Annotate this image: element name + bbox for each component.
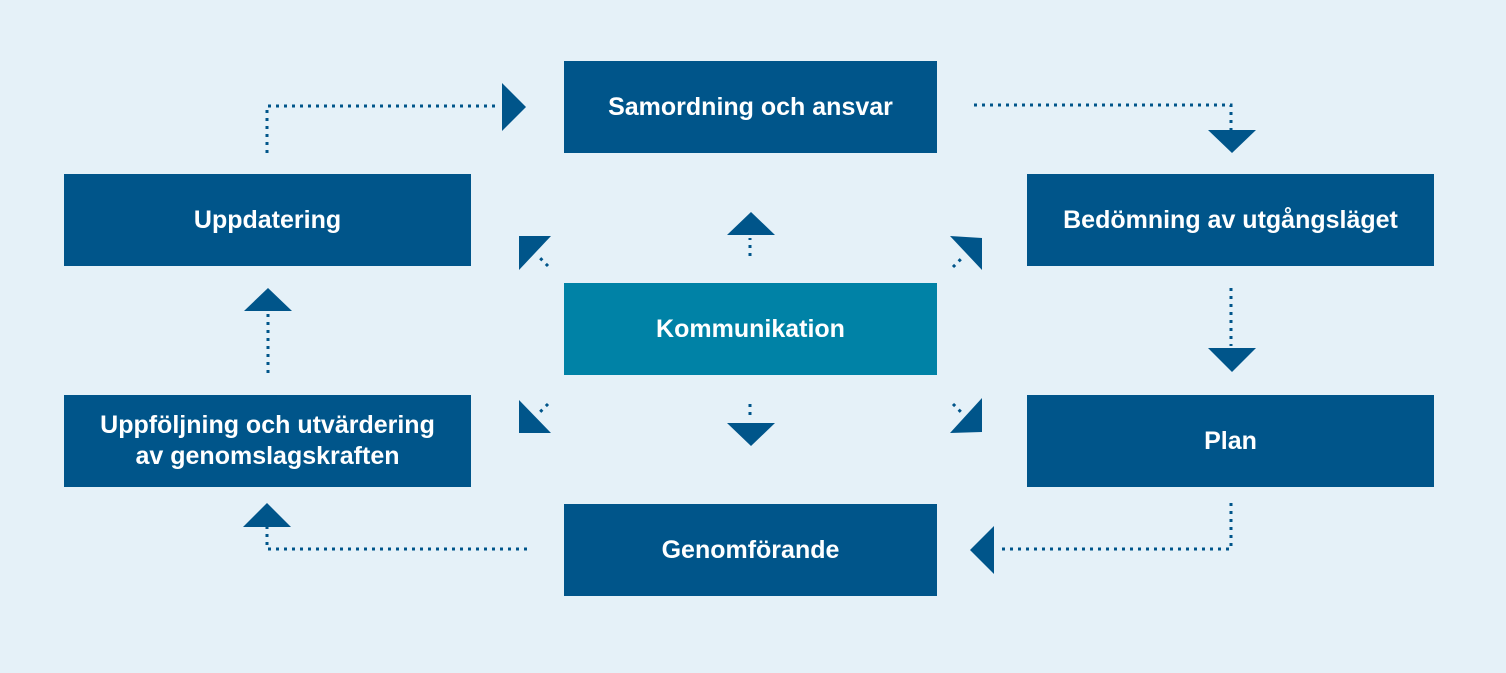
edge-kommunikation-to-genomforande bbox=[727, 404, 775, 446]
node-genomforande: Genomförande bbox=[564, 504, 937, 596]
node-plan: Plan bbox=[1027, 395, 1434, 487]
edge-kommunikation-to-plan bbox=[950, 398, 982, 433]
node-label: Kommunikation bbox=[656, 314, 845, 343]
edge-uppdatering-to-samordning bbox=[265, 83, 526, 153]
edge-kommunikation-to-bedomning bbox=[950, 236, 982, 270]
node-uppdatering: Uppdatering bbox=[64, 174, 471, 266]
edge-kommunikation-to-uppdatering bbox=[519, 236, 551, 270]
node-label: Genomförande bbox=[661, 535, 840, 564]
node-kommunikation: Kommunikation bbox=[564, 283, 937, 375]
edge-samordning-to-bedomning bbox=[974, 103, 1256, 153]
node-label: Uppdatering bbox=[193, 205, 342, 234]
node-label: Bedömning av utgångsläget bbox=[1063, 205, 1398, 234]
edge-kommunikation-to-uppfoljning bbox=[519, 400, 551, 433]
node-bedomning-av-utgangslaget: Bedömning av utgångsläget bbox=[1027, 174, 1434, 266]
node-label: Samordning och ansvar bbox=[608, 92, 893, 121]
edge-genomforande-to-uppfoljning bbox=[243, 503, 527, 551]
node-uppfoljning-och-utvardering: Uppföljning och utvärdering av genomslag… bbox=[64, 395, 471, 487]
edge-kommunikation-to-samordning bbox=[727, 212, 775, 256]
node-label-line-1: Uppföljning och utvärdering bbox=[100, 411, 435, 439]
edge-bedomning-to-plan bbox=[1208, 288, 1256, 372]
edge-plan-to-genomforande bbox=[970, 503, 1233, 574]
node-samordning-och-ansvar: Samordning och ansvar bbox=[564, 61, 937, 153]
node-label-line-2: av genomslagskraften bbox=[135, 442, 400, 470]
node-label: Plan bbox=[1204, 426, 1257, 455]
edge-uppfoljning-to-uppdatering bbox=[244, 288, 292, 373]
